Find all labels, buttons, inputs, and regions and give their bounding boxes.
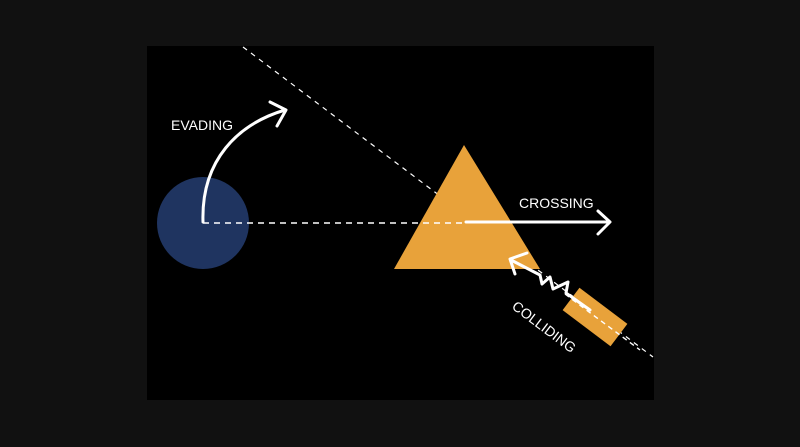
evading-label: EVADING <box>171 117 233 133</box>
rectangle-trajectory-dashed-line <box>564 293 641 351</box>
orange-triangle-obstacle <box>394 145 540 269</box>
colliding-arrow <box>508 251 592 312</box>
crossing-label: CROSSING <box>519 195 594 211</box>
crossing-arrow <box>464 209 612 236</box>
evading-arrow <box>201 100 288 224</box>
